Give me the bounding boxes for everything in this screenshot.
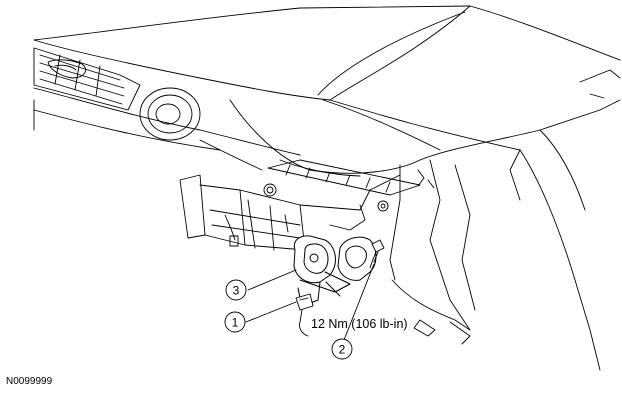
- fog-lamp: [139, 87, 201, 141]
- callout-2: [331, 338, 353, 360]
- leader-lines: [245, 263, 375, 341]
- air-deflector: [267, 159, 421, 196]
- bumper-fascia: [33, 87, 421, 177]
- horn-assembly: [293, 235, 377, 305]
- callout-3-number: 3: [233, 284, 240, 298]
- callout-1-number: 1: [232, 316, 239, 330]
- radiator-support: [179, 174, 401, 251]
- figure-id: N0099999: [6, 376, 53, 387]
- horn-connector: [295, 293, 314, 337]
- hood: [33, 5, 621, 151]
- callout-3: [225, 279, 247, 301]
- horn-bolt: [369, 239, 385, 269]
- grille: [33, 47, 141, 111]
- torque-spec: 12 Nm (106 lb-in): [311, 317, 408, 331]
- fender: [389, 69, 621, 371]
- callout-1: [224, 311, 246, 333]
- callout-2-number: 2: [339, 343, 346, 357]
